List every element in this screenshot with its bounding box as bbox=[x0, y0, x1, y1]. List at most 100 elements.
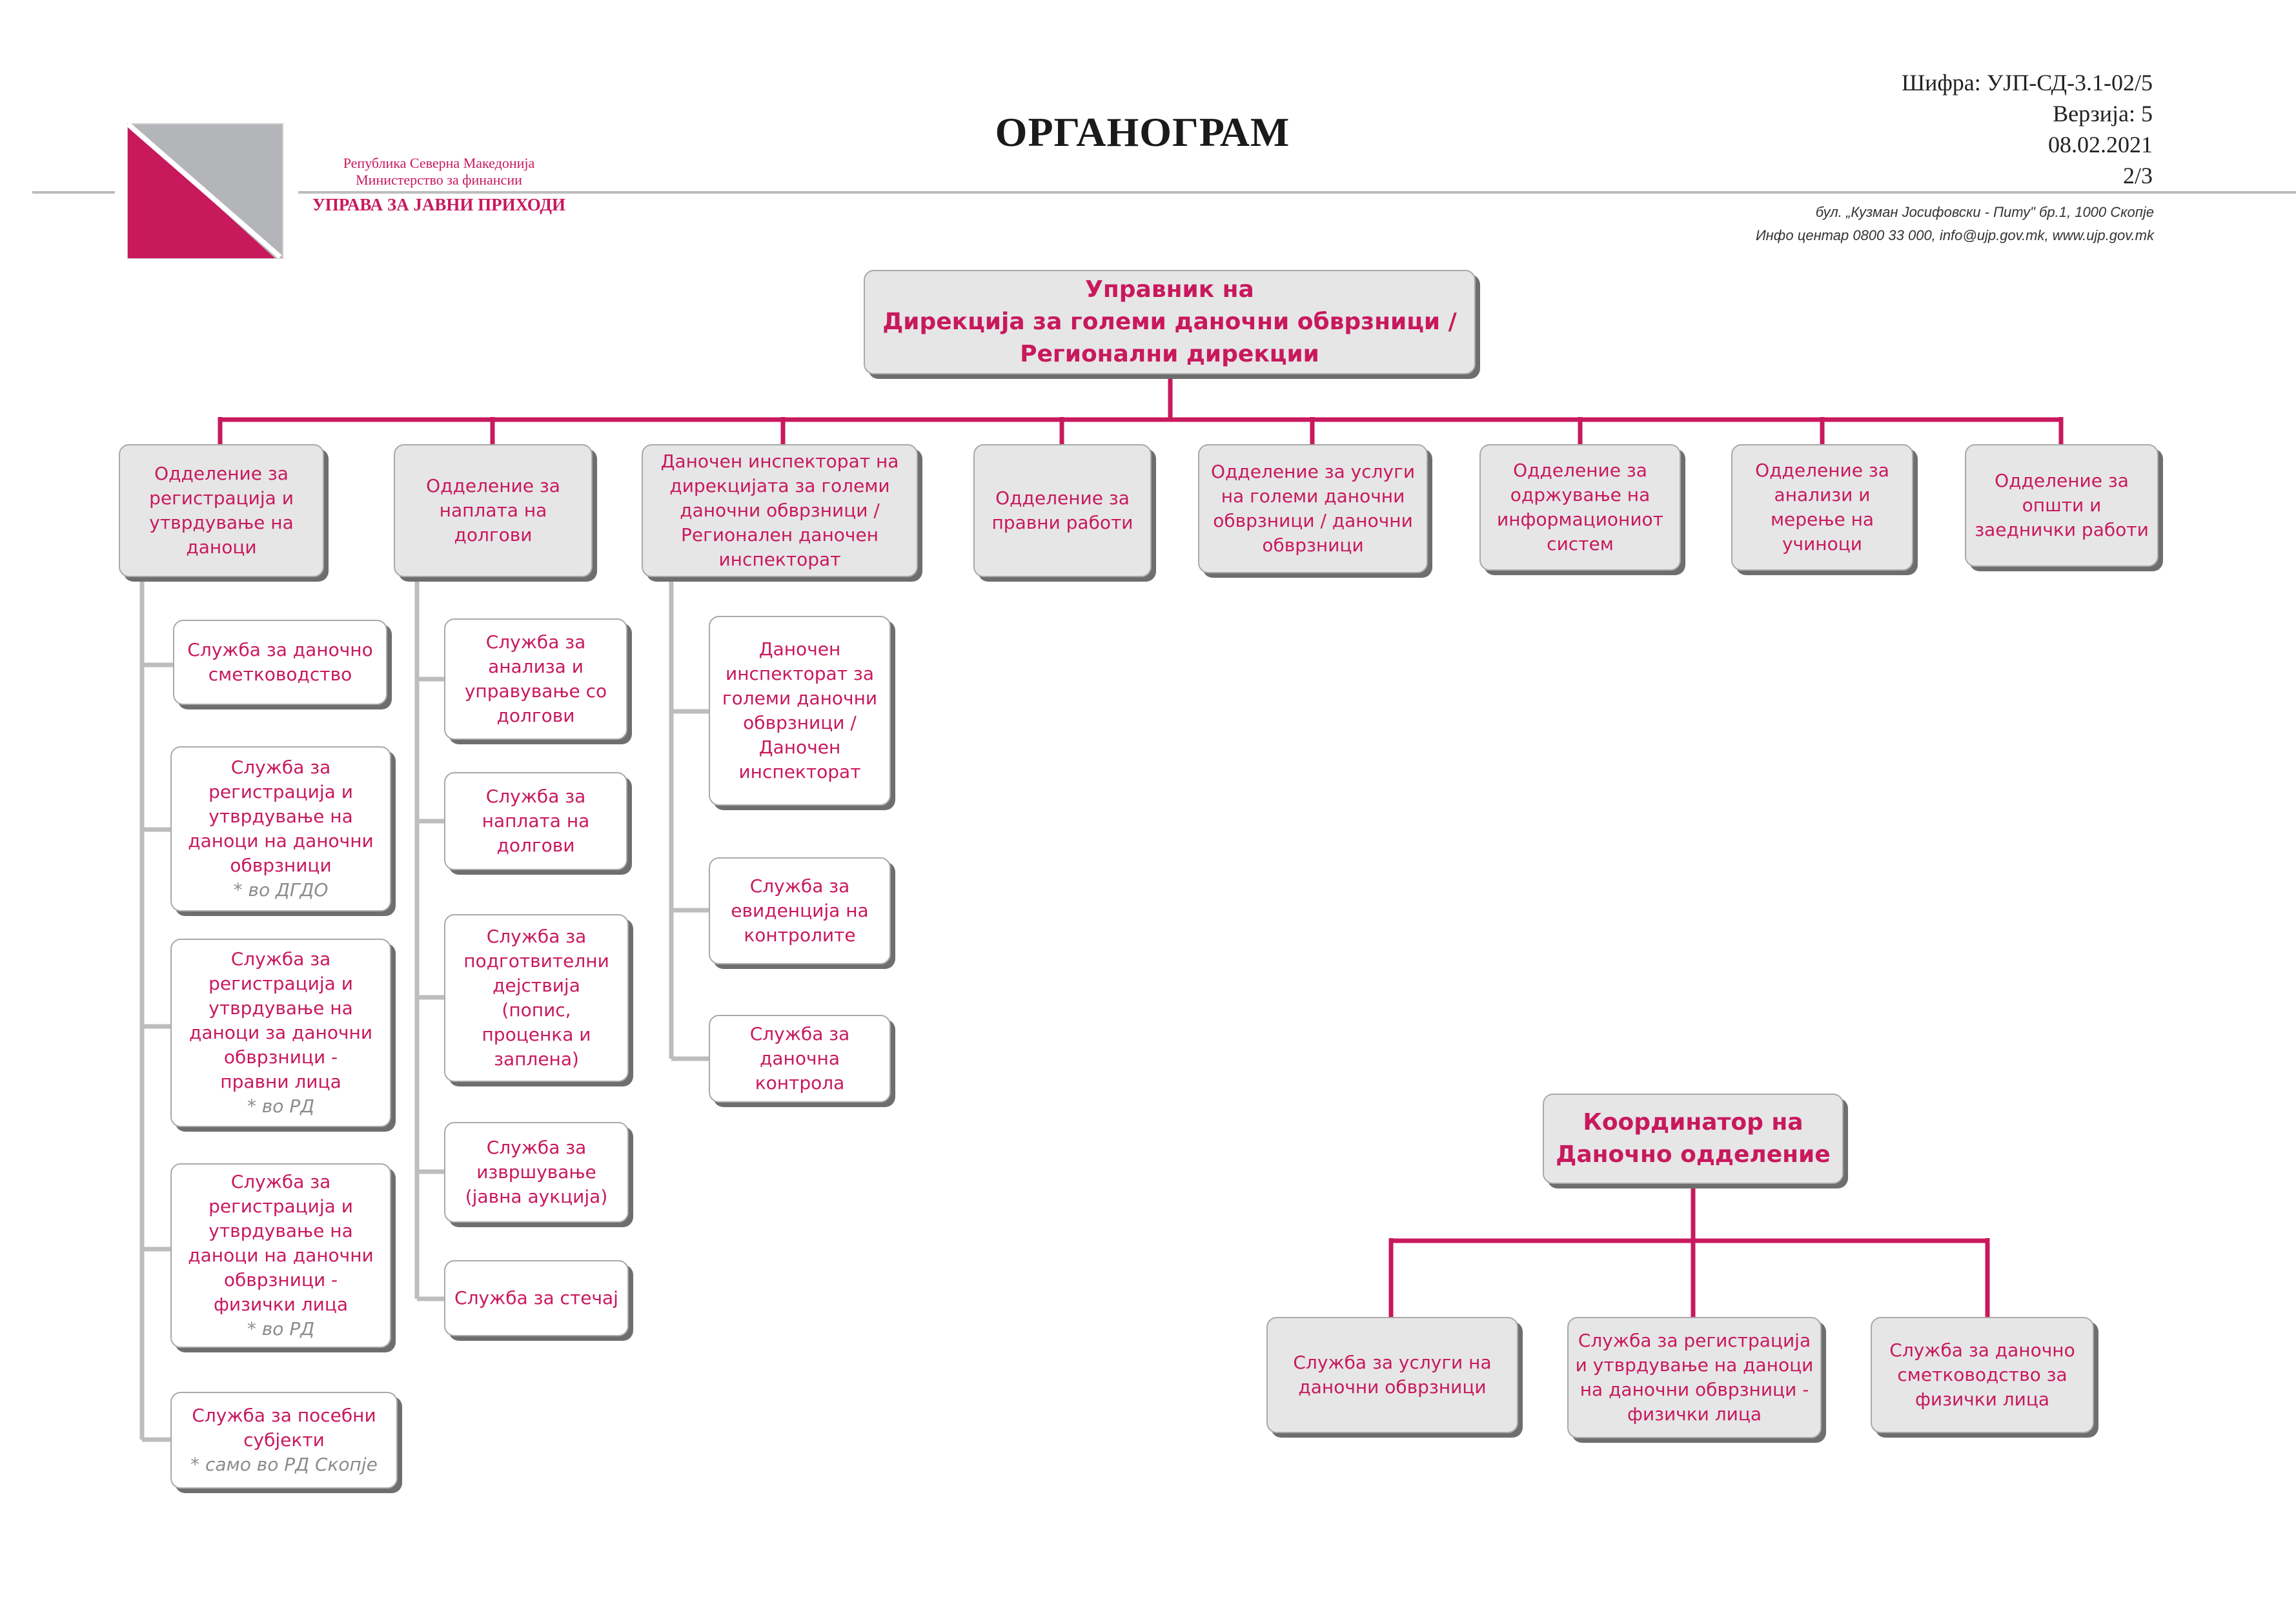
director-box: Управник на Дирекција за големи даночни … bbox=[864, 270, 1476, 374]
sub-connectors bbox=[139, 577, 709, 1442]
doc-version: Верзија: 5 bbox=[2053, 101, 2153, 127]
page-title: ОРГАНОГРАМ bbox=[995, 109, 1290, 155]
box-line: обврзници - bbox=[223, 1269, 338, 1290]
box-line: учиноци bbox=[1782, 533, 1862, 555]
box-line: Служба за bbox=[749, 1023, 850, 1044]
doc-date: 08.02.2021 bbox=[2048, 132, 2153, 158]
box-line: Служба за стечај bbox=[454, 1287, 618, 1309]
box-line: долгови bbox=[496, 835, 575, 856]
box-line: Одделение за услуги bbox=[1210, 461, 1416, 482]
box-line: субјекти bbox=[243, 1429, 325, 1451]
box-line: Даночен bbox=[758, 638, 841, 660]
doc-code: Шифра: УЈП-СД-3.1-02/5 bbox=[1901, 70, 2153, 96]
box-line: извршување bbox=[476, 1161, 596, 1183]
dept-registration: Одделение за регистрација и утврдување н… bbox=[119, 444, 324, 577]
service-preparatory-actions: Служба за подготвителни дејствија (попис… bbox=[444, 914, 629, 1082]
doc-page: 2/3 bbox=[2122, 163, 2153, 189]
box-line: сметководство за bbox=[1897, 1364, 2067, 1385]
dept-taxpayer-services: Одделение за услуги на големи даночни об… bbox=[1198, 444, 1428, 573]
box-line: регистрација и bbox=[208, 1196, 353, 1217]
box-line: правни лица bbox=[220, 1071, 341, 1092]
box-line: подготвителни bbox=[463, 950, 609, 972]
contact-info: Инфо центар 0800 33 000, info@ujp.gov.mk… bbox=[1755, 227, 2154, 243]
box-line: регистрација и bbox=[208, 973, 353, 994]
box-line: Регионални дирекции bbox=[1020, 341, 1319, 367]
service-tax-accounting: Служба за даночно сметководство bbox=[173, 620, 387, 705]
box-line: Одделение за bbox=[1755, 460, 1889, 481]
box-line: регистрација и bbox=[208, 781, 353, 802]
box-line: Одделение за bbox=[154, 463, 289, 484]
box-line: (јавна аукција) bbox=[465, 1186, 608, 1207]
box-line: правни работи bbox=[991, 512, 1133, 533]
dept-collection: Одделение за наплата на долгови bbox=[394, 444, 593, 577]
box-line: инспекторат bbox=[738, 761, 861, 782]
box-line: евиденција на bbox=[731, 900, 869, 921]
service-tax-control: Служба за даночна контрола bbox=[709, 1015, 891, 1103]
box-note: * во ДГДО bbox=[233, 879, 329, 901]
box-line: даноци на даночни bbox=[188, 830, 374, 851]
box-line: управување со bbox=[464, 680, 607, 702]
service-debt-analysis: Служба за анализа и управување со долгов… bbox=[444, 618, 627, 740]
dept-performance-analysis: Одделение за анализи и мерење на учиноци bbox=[1731, 444, 1913, 571]
box-line: дирекцијата за големи bbox=[669, 475, 890, 496]
service-registration-legal-entities: Служба за регистрација и утврдување на д… bbox=[170, 939, 391, 1127]
box-line: обврзници / даночни bbox=[1213, 510, 1413, 531]
dept-it-systems: Одделение за одржување на информациониот… bbox=[1479, 444, 1681, 571]
box-line: инспекторат bbox=[718, 549, 841, 570]
box-line: наплата на bbox=[482, 810, 590, 831]
box-line: Служба за регистрација bbox=[1578, 1330, 1811, 1351]
box-line: информациониот bbox=[1497, 509, 1663, 530]
org-ministry: Министерство за финансии bbox=[356, 172, 522, 188]
box-line: Даночно одделение bbox=[1556, 1141, 1831, 1168]
ujp-logo bbox=[127, 123, 283, 260]
box-line: Регионален даночен bbox=[681, 524, 879, 545]
service-bankruptcy: Служба за стечај bbox=[444, 1260, 629, 1336]
box-line: даночни обврзници / bbox=[680, 500, 880, 521]
box-line: даночна bbox=[760, 1048, 840, 1069]
box-line: контролите bbox=[744, 924, 856, 946]
box-line: мерење на bbox=[1770, 509, 1874, 530]
box-line: Координатор на bbox=[1583, 1109, 1803, 1136]
box-line: систем bbox=[1547, 533, 1614, 555]
service-registration-individuals: Служба за регистрација и утврдување на д… bbox=[170, 1163, 391, 1348]
box-line: Служба за bbox=[230, 1171, 331, 1192]
box-line: даночни обврзници bbox=[1298, 1376, 1487, 1398]
box-line: дејствија bbox=[493, 975, 580, 996]
box-line: Служба за bbox=[485, 786, 586, 807]
box-line: даноци bbox=[186, 536, 257, 558]
box-line: Служба за посебни bbox=[192, 1405, 376, 1426]
box-line: Служба за bbox=[230, 948, 331, 970]
box-line: заплена) bbox=[494, 1048, 579, 1070]
dept-legal: Одделение за правни работи bbox=[973, 444, 1152, 577]
box-line: Одделение за bbox=[1513, 460, 1647, 481]
box-line: Даночен bbox=[758, 737, 841, 758]
service-control-records: Служба за евиденција на контролите bbox=[709, 857, 891, 964]
box-line: Одделение за bbox=[426, 475, 560, 496]
box-line: општи и bbox=[2022, 494, 2102, 516]
box-line: заеднички работи bbox=[1975, 519, 2149, 540]
box-line: регистрација и bbox=[149, 487, 294, 509]
box-line: Служба за bbox=[230, 757, 331, 778]
box-line: обврзници / bbox=[743, 712, 857, 733]
box-line: Дирекција за големи даночни обврзници / bbox=[882, 309, 1457, 335]
box-line: утврдување на bbox=[208, 1220, 353, 1241]
box-line: проценка и bbox=[482, 1024, 591, 1045]
box-line: одржување на bbox=[1510, 484, 1651, 505]
box-line: физички лица bbox=[1627, 1403, 1762, 1425]
dept-inspectorate: Даночен инспекторат на дирекцијата за го… bbox=[642, 444, 918, 577]
box-line: Служба за даночно bbox=[187, 639, 373, 660]
service-registration-taxpayers: Служба за регистрација и утврдување на д… bbox=[170, 746, 391, 912]
header-rule-right bbox=[298, 191, 2296, 194]
box-line: утврдување на bbox=[208, 997, 353, 1019]
box-line: анализи и bbox=[1774, 484, 1871, 505]
address: бул. „Кузман Јосифовски - Питу" бр.1, 10… bbox=[1815, 204, 2154, 220]
box-line: утврдување на bbox=[208, 806, 353, 827]
box-note: * во РД bbox=[247, 1095, 315, 1117]
service-inspectorate-large-taxpayers: Даночен инспекторат за големи даночни об… bbox=[709, 616, 891, 806]
box-line: Служба за bbox=[486, 926, 587, 947]
box-line: Управник на bbox=[1085, 276, 1254, 303]
box-line: наплата на bbox=[439, 500, 547, 521]
box-line: Служба за bbox=[749, 875, 850, 897]
box-note: * во РД bbox=[247, 1318, 315, 1340]
